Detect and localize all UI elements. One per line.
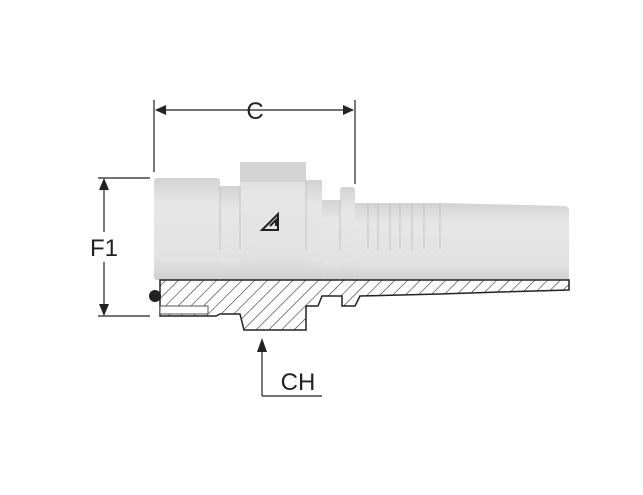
dimension-c-label: C (246, 98, 263, 125)
dimension-f1-label: F1 (90, 235, 118, 262)
dimension-ch (257, 338, 322, 397)
inner-groove (159, 305, 209, 315)
fitting-section (159, 279, 570, 331)
dimension-f1 (98, 177, 150, 317)
o-ring (149, 290, 161, 302)
arrow-up-icon (257, 338, 267, 352)
arrow-down-icon (99, 304, 109, 316)
tail (440, 203, 569, 280)
dimension-c (153, 100, 356, 184)
arrow-right-icon (343, 105, 354, 115)
dimension-ch-label: CH (281, 369, 316, 396)
barb-section (355, 203, 440, 280)
brand-logo-icon (259, 211, 279, 231)
fitting-body (154, 162, 569, 280)
arrow-up-icon (99, 178, 109, 190)
arrow-left-icon (155, 105, 166, 115)
